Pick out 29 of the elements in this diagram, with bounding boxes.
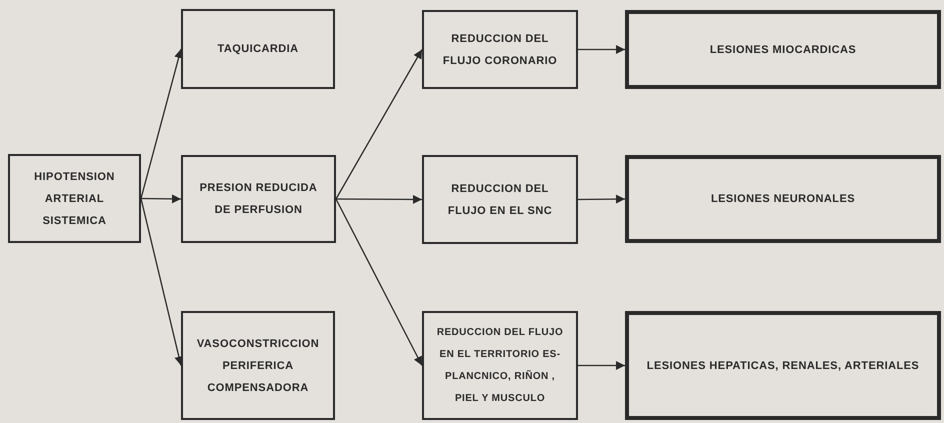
box-label: LESIONES MIOCARDICAS <box>710 42 856 58</box>
arrow <box>578 194 625 204</box>
box-label: REDUCCION DEL FLUJO EN EL TERRITORIO ES- PLANCNICO, RIÑON , PIEL Y MUSCULO <box>436 326 564 406</box>
process-box <box>181 9 335 89</box>
box-label: REDUCCION DEL FLUJO EN EL SNC <box>446 182 554 218</box>
process-box <box>625 311 941 420</box>
box-label: REDUCCION DEL FLUJO CORONARIO <box>442 32 558 68</box>
process-box <box>422 311 578 420</box>
process-box <box>181 311 335 420</box>
arrow <box>578 45 625 54</box>
process-box <box>625 155 941 243</box>
process-box <box>625 10 941 89</box>
box-label: TAQUICARDIA <box>217 42 299 57</box>
arrow <box>335 49 423 200</box>
box-label: LESIONES HEPATICAS, RENALES, ARTERIALES <box>646 358 920 374</box>
process-box <box>422 10 578 89</box>
process-box <box>181 155 336 243</box>
arrow <box>140 198 184 366</box>
process-box <box>8 154 141 243</box>
box-label: PRESION REDUCIDA DE PERFUSION <box>198 181 318 218</box>
arrow <box>335 198 423 366</box>
arrow <box>140 48 184 199</box>
box-label: LESIONES NEURONALES <box>710 192 856 207</box>
arrow <box>141 194 181 204</box>
arrow <box>336 194 422 204</box>
box-label: HIPOTENSION ARTERIAL SISTEMICA <box>33 170 116 228</box>
arrow <box>578 361 625 370</box>
box-label: VASOCONSTRICCION PERIFERICA COMPENSADORA <box>196 336 320 396</box>
process-box <box>422 155 578 244</box>
